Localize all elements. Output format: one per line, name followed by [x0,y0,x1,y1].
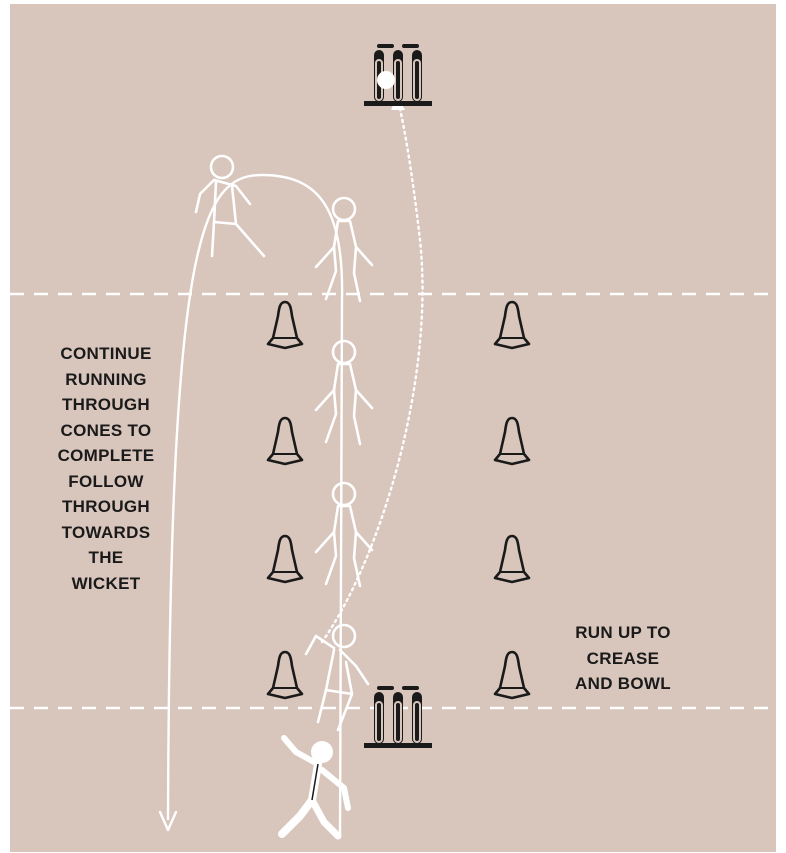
follow-through-caption: CONTINUE RUNNING THROUGH CONES TO COMPLE… [18,341,194,596]
run-up-caption: RUN UP TO CREASE AND BOWL [548,620,698,697]
caption-line: TOWARDS [18,520,194,546]
caption-line: FOLLOW [18,469,194,495]
caption-line: RUN UP TO [548,620,698,646]
cricket-ball-icon [377,71,395,89]
caption-line: THROUGH [18,392,194,418]
caption-line: RUNNING [18,367,194,393]
caption-line: COMPLETE [18,443,194,469]
caption-line: WICKET [18,571,194,597]
caption-line: CONTINUE [18,341,194,367]
caption-line: CONES TO [18,418,194,444]
caption-line: CREASE [548,646,698,672]
caption-line: AND BOWL [548,671,698,697]
caption-line: THROUGH [18,494,194,520]
caption-line: THE [18,545,194,571]
